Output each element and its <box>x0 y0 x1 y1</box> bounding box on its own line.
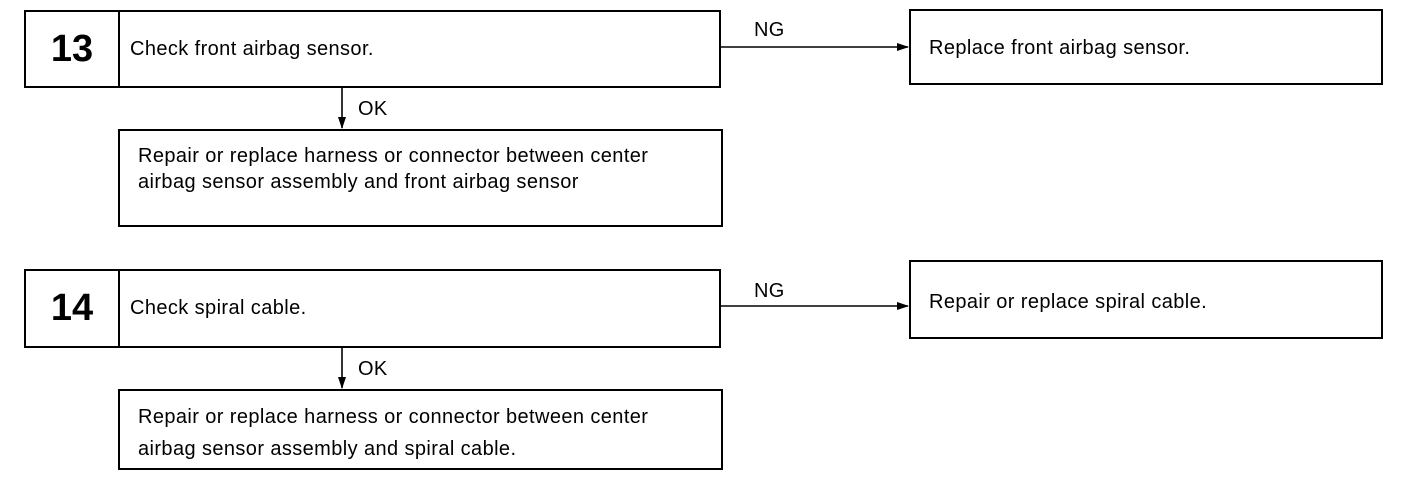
step-14-check-text: Check spiral cable. <box>130 297 307 319</box>
step-13-ng-action-text: Replace front airbag sensor. <box>929 37 1191 59</box>
step-13-check-box: 13 Check front airbag sensor. <box>24 10 721 88</box>
step-number-13: 13 <box>26 12 120 86</box>
step-13-check-text: Check front airbag sensor. <box>130 37 374 60</box>
ok-label-13: OK <box>358 98 388 120</box>
step-13-ng-action-box: Replace front airbag sensor. <box>909 9 1383 85</box>
step-14-check-box: 14 Check spiral cable. <box>24 269 721 348</box>
step-14-ok-action-text: Repair or replace harness or connector b… <box>138 406 649 460</box>
step-13-ok-action-text: Repair or replace harness or connector b… <box>138 145 649 193</box>
step-14-ng-action-text: Repair or replace spiral cable. <box>929 291 1208 313</box>
ng-label-14: NG <box>754 280 785 302</box>
ng-label-13: NG <box>754 19 785 41</box>
ok-label-14: OK <box>358 358 388 380</box>
step-13-ok-action-box: Repair or replace harness or connector b… <box>118 129 723 227</box>
step-14-ok-action-box: Repair or replace harness or connector b… <box>118 389 723 470</box>
step-number-14: 14 <box>26 271 120 346</box>
step-14-ng-action-box: Repair or replace spiral cable. <box>909 260 1383 339</box>
